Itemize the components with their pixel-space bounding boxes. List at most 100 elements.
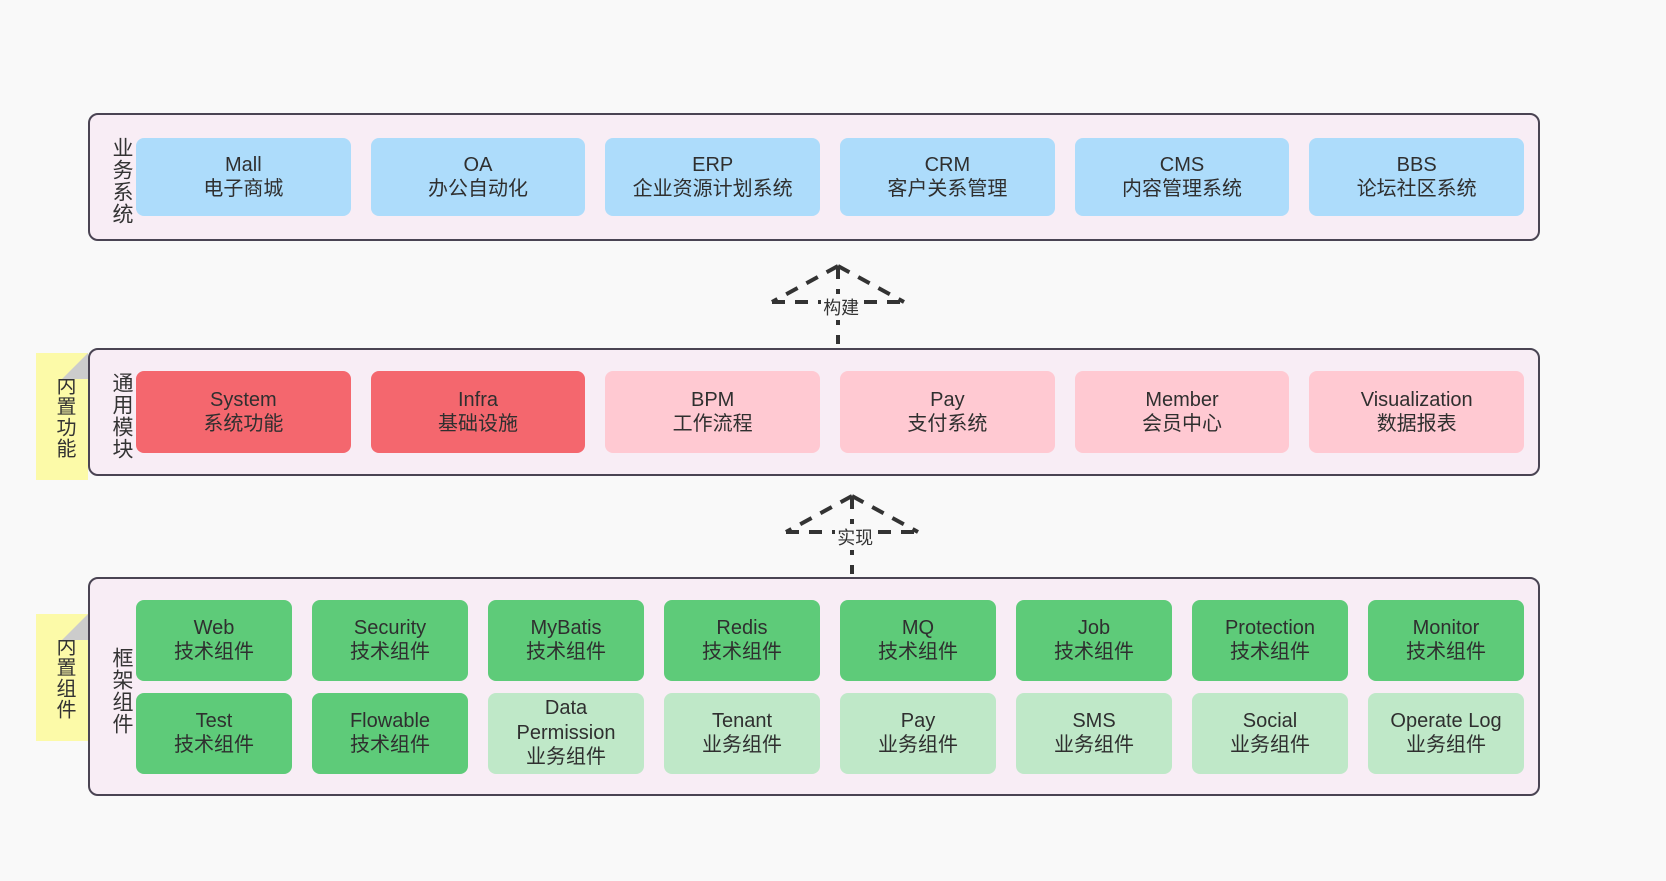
- framework-card-flowable[interactable]: Flowable 技术组件: [312, 692, 468, 774]
- common-card-row: System 系统功能 Infra 基础设施 BPM 工作流程 Pay 支付系统…: [136, 371, 1525, 453]
- card-subtitle: 技术组件: [350, 641, 430, 663]
- card-subtitle: 技术组件: [1406, 641, 1486, 663]
- card-subtitle: 技术组件: [174, 641, 254, 663]
- card-title: CRM: [924, 153, 971, 176]
- card-subtitle: 数据报表: [1376, 413, 1457, 435]
- framework-card-data-permission[interactable]: Data Permission 业务组件: [488, 692, 644, 774]
- connector-build-label: 构建: [821, 294, 862, 320]
- framework-card-redis[interactable]: Redis 技术组件: [664, 599, 820, 681]
- card-title: Member: [1145, 388, 1219, 411]
- framework-card-operate-log[interactable]: Operate Log 业务组件: [1368, 692, 1524, 774]
- layer-common-body: System 系统功能 Infra 基础设施 BPM 工作流程 Pay 支付系统…: [132, 350, 1538, 474]
- framework-card-social[interactable]: Social 业务组件: [1192, 692, 1348, 774]
- card-subtitle: 业务组件: [526, 746, 606, 769]
- card-title: MyBatis: [530, 616, 602, 639]
- card-title: Monitor: [1412, 616, 1480, 639]
- business-card-row: Mall 电子商城 OA 办公自动化 ERP 企业资源计划系统 CRM 客户关系…: [136, 138, 1525, 216]
- layer-framework-body: Web 技术组件 Security 技术组件 MyBatis 技术组件 Redi…: [132, 579, 1538, 794]
- card-subtitle: 业务组件: [878, 734, 958, 756]
- framework-card-web[interactable]: Web 技术组件: [136, 599, 292, 681]
- common-card-bpm[interactable]: BPM 工作流程: [605, 371, 821, 453]
- card-title: SMS: [1072, 709, 1116, 732]
- framework-card-mybatis[interactable]: MyBatis 技术组件: [488, 599, 644, 681]
- business-card-erp[interactable]: ERP 企业资源计划系统: [605, 138, 821, 216]
- generalization-arrow-icon: [771, 264, 905, 344]
- card-title: System: [209, 388, 277, 411]
- framework-card-security[interactable]: Security 技术组件: [312, 599, 468, 681]
- card-subtitle: 论坛社区系统: [1356, 178, 1477, 200]
- layer-business-systems: 业务系统 Mall 电子商城 OA 办公自动化 ERP 企业资源计划系统 CRM…: [88, 113, 1540, 241]
- card-subtitle: 技术组件: [878, 641, 958, 663]
- card-subtitle: 企业资源计划系统: [632, 178, 793, 200]
- layer-framework-label: 框架组件: [110, 646, 133, 735]
- card-subtitle: 办公自动化: [428, 178, 528, 200]
- card-title: Tenant: [711, 709, 773, 732]
- card-title: Infra: [457, 388, 499, 411]
- card-title: Operate Log: [1390, 709, 1502, 732]
- framework-card-test[interactable]: Test 技术组件: [136, 692, 292, 774]
- card-subtitle: 业务组件: [702, 734, 782, 756]
- generalization-arrow-icon: [785, 494, 919, 574]
- business-card-oa[interactable]: OA 办公自动化: [370, 138, 586, 216]
- card-title: Social: [1242, 709, 1298, 732]
- card-subtitle: 业务组件: [1406, 734, 1486, 756]
- layer-business-body: Mall 电子商城 OA 办公自动化 ERP 企业资源计划系统 CRM 客户关系…: [132, 115, 1538, 239]
- card-subtitle: 客户关系管理: [887, 178, 1008, 200]
- card-subtitle: 技术组件: [526, 641, 606, 663]
- card-subtitle: 电子商城: [203, 178, 284, 200]
- card-title: OA: [463, 153, 493, 176]
- card-subtitle: 技术组件: [174, 734, 254, 756]
- card-title: Job: [1077, 616, 1111, 639]
- framework-card-tenant[interactable]: Tenant 业务组件: [664, 692, 820, 774]
- connector-implement-label: 实现: [835, 524, 876, 550]
- card-subtitle: 业务组件: [1230, 734, 1310, 756]
- framework-card-monitor[interactable]: Monitor 技术组件: [1368, 599, 1524, 681]
- sticky-note-builtin-features: 内置功能: [36, 353, 88, 480]
- framework-card-mq[interactable]: MQ 技术组件: [840, 599, 996, 681]
- common-card-member[interactable]: Member 会员中心: [1074, 371, 1290, 453]
- common-card-visualization[interactable]: Visualization 数据报表: [1309, 371, 1525, 453]
- card-title: Flowable: [349, 709, 431, 732]
- connector-implement: 实现: [772, 492, 932, 578]
- card-subtitle: 技术组件: [702, 641, 782, 663]
- connector-build: 构建: [758, 262, 918, 348]
- card-subtitle: 技术组件: [1054, 641, 1134, 663]
- card-title: Redis: [716, 616, 768, 639]
- common-card-pay[interactable]: Pay 支付系统: [840, 371, 1055, 453]
- layer-business-label: 业务系统: [110, 137, 133, 225]
- common-card-infra[interactable]: Infra 基础设施: [370, 371, 586, 453]
- framework-card-pay[interactable]: Pay 业务组件: [840, 692, 996, 774]
- card-title: Pay: [900, 709, 936, 732]
- card-subtitle: 技术组件: [1230, 641, 1310, 663]
- card-title: Test: [195, 709, 233, 732]
- card-title: Data Permission: [516, 697, 616, 744]
- business-card-cms[interactable]: CMS 内容管理系统: [1074, 138, 1290, 216]
- card-title: BBS: [1396, 153, 1437, 176]
- business-card-mall[interactable]: Mall 电子商城: [136, 138, 351, 216]
- sticky-note-builtin-components: 内置组件: [36, 614, 88, 741]
- card-title: BPM: [691, 388, 735, 411]
- card-title: Visualization: [1360, 388, 1473, 411]
- layer-framework-components: 框架组件 Web 技术组件 Security 技术组件 MyBatis 技术组件…: [88, 577, 1540, 796]
- business-card-bbs[interactable]: BBS 论坛社区系统: [1309, 138, 1525, 216]
- layer-common-label: 通用模块: [110, 372, 133, 460]
- card-subtitle: 会员中心: [1142, 413, 1223, 435]
- card-title: ERP: [692, 153, 734, 176]
- card-subtitle: 支付系统: [907, 413, 988, 435]
- framework-card-job[interactable]: Job 技术组件: [1016, 599, 1172, 681]
- framework-business-row: Test 技术组件 Flowable 技术组件 Data Permission …: [136, 692, 1524, 774]
- common-card-system[interactable]: System 系统功能: [136, 371, 351, 453]
- card-subtitle: 基础设施: [438, 413, 518, 435]
- sticky-note-label: 内置功能: [53, 374, 75, 459]
- framework-card-sms[interactable]: SMS 业务组件: [1016, 692, 1172, 774]
- card-title: Web: [193, 616, 235, 639]
- business-card-crm[interactable]: CRM 客户关系管理: [840, 138, 1055, 216]
- card-title: MQ: [901, 616, 935, 639]
- card-title: Security: [353, 616, 427, 639]
- card-subtitle: 业务组件: [1054, 734, 1134, 756]
- layer-common-modules: 通用模块 System 系统功能 Infra 基础设施 BPM 工作流程 Pay…: [88, 348, 1540, 476]
- framework-card-protection[interactable]: Protection 技术组件: [1192, 599, 1348, 681]
- framework-tech-row: Web 技术组件 Security 技术组件 MyBatis 技术组件 Redi…: [136, 599, 1524, 681]
- card-subtitle: 系统功能: [203, 413, 284, 435]
- card-subtitle: 工作流程: [672, 413, 753, 435]
